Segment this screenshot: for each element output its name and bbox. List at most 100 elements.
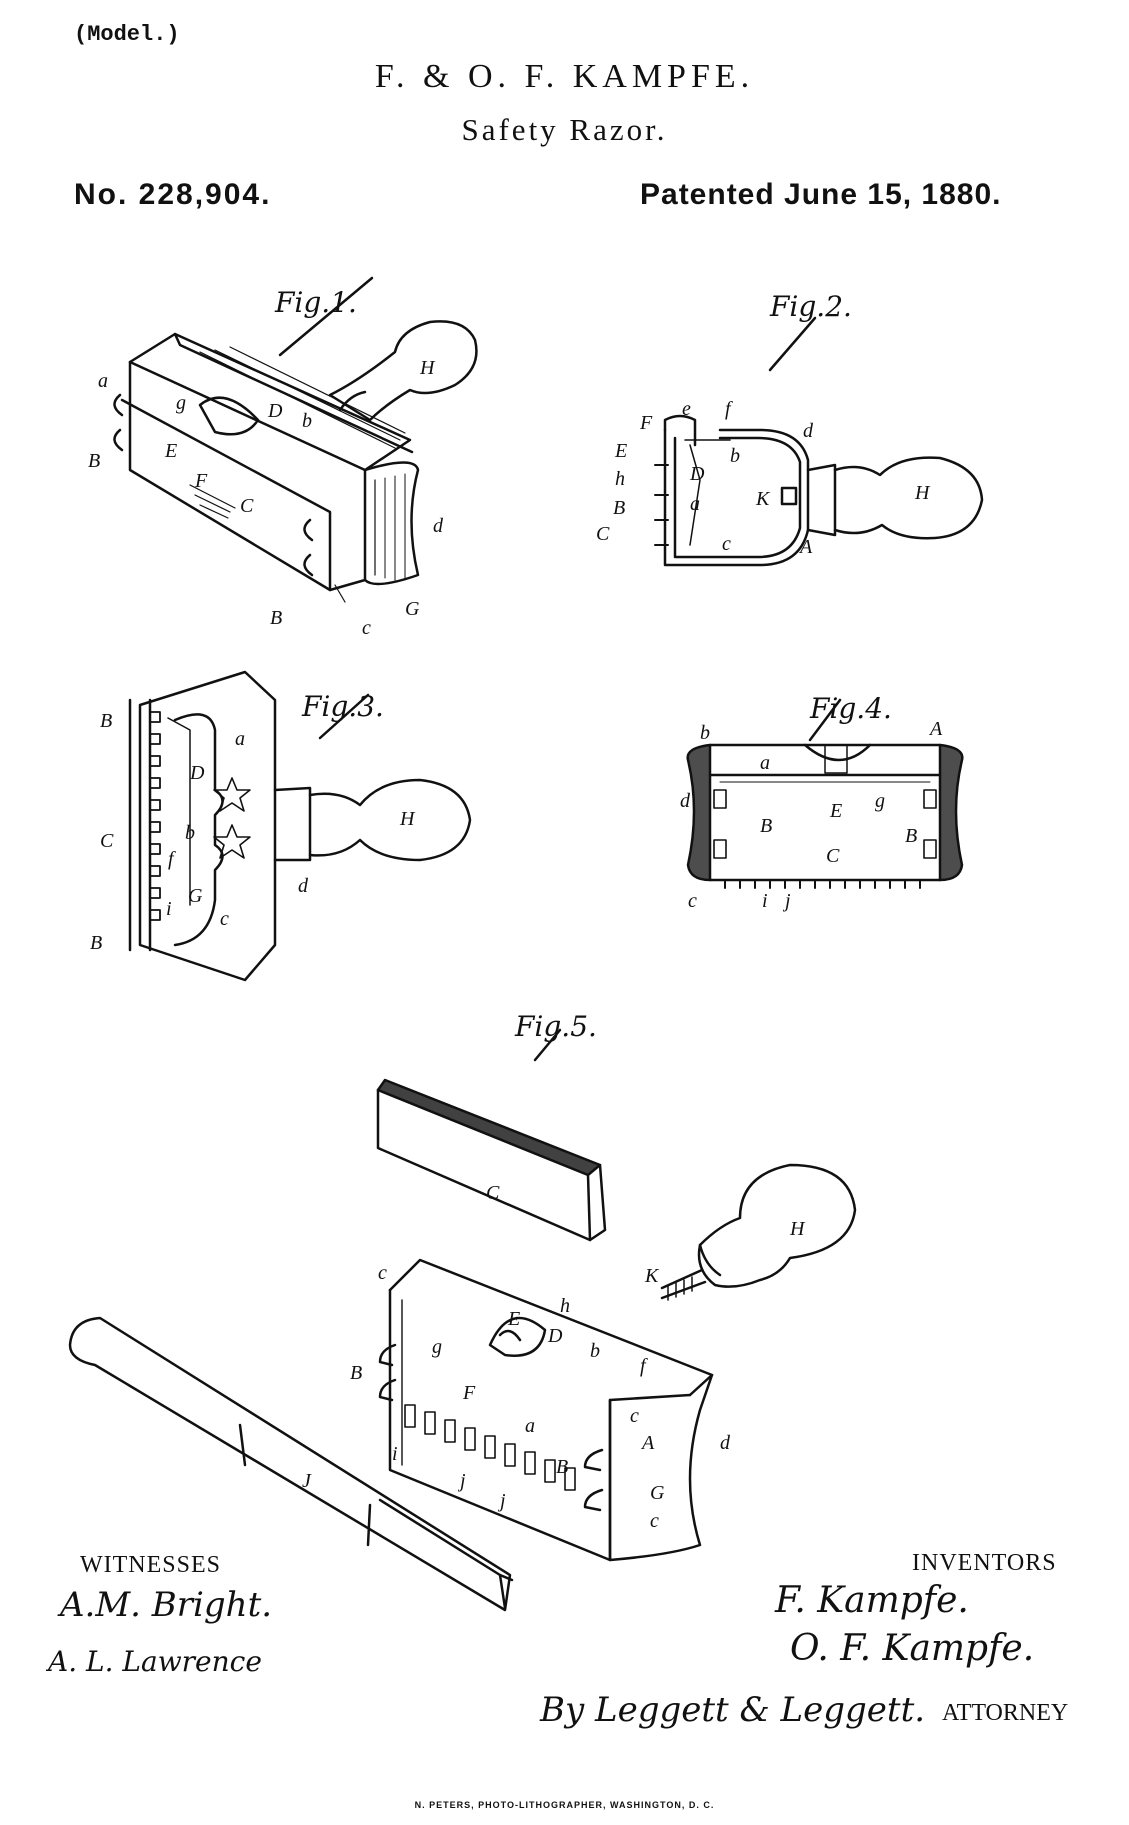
ref-letter: F bbox=[195, 470, 208, 492]
ref-letter: c bbox=[362, 617, 371, 639]
ref-letter: F bbox=[463, 1382, 476, 1404]
fig2-label: Fig.2. bbox=[770, 290, 852, 323]
ref-letter: a bbox=[235, 728, 245, 750]
ref-letter: H bbox=[420, 357, 435, 379]
ref-letter: c bbox=[688, 890, 697, 912]
patent-title: Safety Razor. bbox=[461, 112, 668, 147]
ref-letter: D bbox=[190, 762, 205, 784]
ref-letter: E bbox=[830, 800, 843, 822]
ref-letter: B bbox=[613, 497, 626, 519]
ref-letter: J bbox=[302, 1470, 311, 1492]
ref-letter: B bbox=[760, 815, 773, 837]
ref-letter: G bbox=[650, 1482, 665, 1504]
ref-letter: c bbox=[630, 1405, 639, 1427]
inventors-heading: F. & O. F. KAMPFE. bbox=[374, 58, 755, 95]
figure-5-drawing bbox=[68, 1028, 857, 1612]
ref-letter: H bbox=[790, 1218, 805, 1240]
attorney-signature: By Leggett & Leggett. bbox=[540, 1690, 926, 1730]
ref-letter: C bbox=[100, 830, 114, 852]
fig1-label: Fig.1. bbox=[275, 286, 357, 319]
ref-letter: B bbox=[100, 710, 113, 732]
ref-letter: B bbox=[270, 607, 283, 629]
ref-letter: K bbox=[645, 1265, 659, 1287]
ref-letter: d bbox=[720, 1432, 730, 1454]
figure-2-drawing bbox=[654, 316, 984, 567]
ref-letter: D bbox=[548, 1325, 563, 1347]
witness-signature-2: A. L. Lawrence bbox=[48, 1645, 262, 1678]
ref-letter: b bbox=[302, 410, 312, 432]
ref-letter: A bbox=[642, 1432, 655, 1454]
ref-letter: a bbox=[690, 493, 700, 515]
ref-letter: f bbox=[168, 848, 174, 870]
ref-letter: H bbox=[400, 808, 415, 830]
ref-letter: j bbox=[785, 890, 791, 912]
fig4-label: Fig.4. bbox=[810, 692, 892, 725]
ref-letter: b bbox=[700, 722, 710, 744]
ref-letter: B bbox=[90, 932, 103, 954]
ref-letter: C bbox=[596, 523, 610, 545]
model-note: (Model.) bbox=[74, 22, 180, 47]
ref-letter: E bbox=[508, 1308, 521, 1330]
ref-letter: A bbox=[800, 536, 813, 558]
attorney-label: ATTORNEY bbox=[942, 1700, 1069, 1726]
ref-letter: D bbox=[268, 400, 283, 422]
witnesses-label: WITNESSES bbox=[80, 1552, 221, 1578]
witness-signature-1: A.M. Bright. bbox=[60, 1585, 273, 1625]
ref-letter: E bbox=[615, 440, 628, 462]
ref-letter: f bbox=[640, 1355, 646, 1377]
ref-letter: d bbox=[298, 875, 308, 897]
ref-letter: c bbox=[378, 1262, 387, 1284]
fig3-label: Fig.3. bbox=[302, 690, 384, 723]
ref-letter: B bbox=[88, 450, 101, 472]
ref-letter: a bbox=[760, 752, 770, 774]
ref-letter: B bbox=[556, 1456, 569, 1478]
ref-letter: g bbox=[875, 790, 885, 812]
ref-letter: F bbox=[640, 412, 653, 434]
ref-letter: c bbox=[650, 1510, 659, 1532]
ref-letter: G bbox=[188, 885, 203, 907]
ref-letter: K bbox=[756, 488, 770, 510]
ref-letter: h bbox=[560, 1295, 570, 1317]
inventor-signature-2: O. F. Kampfe. bbox=[790, 1628, 1035, 1669]
ref-letter: D bbox=[690, 463, 705, 485]
ref-letter: b bbox=[730, 445, 740, 467]
ref-letter: h bbox=[615, 468, 625, 490]
ref-letter: i bbox=[392, 1443, 398, 1465]
ref-letter: C bbox=[826, 845, 840, 867]
ref-letter: i bbox=[166, 898, 172, 920]
ref-letter: g bbox=[176, 392, 186, 414]
ref-letter: E bbox=[165, 440, 178, 462]
printer-credit: N. PETERS, PHOTO-LITHOGRAPHER, WASHINGTO… bbox=[414, 1800, 715, 1810]
figure-1-drawing bbox=[113, 276, 478, 603]
fig5-label: Fig.5. bbox=[515, 1010, 597, 1043]
ref-letter: d bbox=[680, 790, 690, 812]
ref-letter: d bbox=[433, 515, 443, 537]
ref-letter: G bbox=[405, 598, 420, 620]
figure-3-drawing bbox=[128, 670, 472, 982]
ref-letter: a bbox=[525, 1415, 535, 1437]
ref-letter: B bbox=[905, 825, 918, 847]
ref-letter: j bbox=[460, 1470, 466, 1492]
ref-letter: b bbox=[185, 822, 195, 844]
ref-letter: c bbox=[722, 533, 731, 555]
ref-letter: H bbox=[915, 482, 930, 504]
inventor-signature-1: F. Kampfe. bbox=[775, 1580, 969, 1621]
ref-letter: j bbox=[500, 1490, 506, 1512]
ref-letter: C bbox=[486, 1182, 500, 1204]
patent-number: No. 228,904. bbox=[74, 178, 272, 211]
ref-letter: c bbox=[220, 908, 229, 930]
ref-letter: g bbox=[432, 1336, 442, 1358]
ref-letter: b bbox=[590, 1340, 600, 1362]
figure-4-drawing bbox=[686, 698, 964, 889]
ref-letter: A bbox=[930, 718, 943, 740]
ref-letter: f bbox=[725, 398, 731, 420]
ref-letter: i bbox=[762, 890, 768, 912]
ref-letter: e bbox=[682, 398, 691, 420]
ref-letter: d bbox=[803, 420, 813, 442]
inventors-label: INVENTORS bbox=[912, 1550, 1057, 1576]
patent-date: Patented June 15, 1880. bbox=[640, 178, 1002, 211]
ref-letter: a bbox=[98, 370, 108, 392]
ref-letter: B bbox=[350, 1362, 363, 1384]
ref-letter: C bbox=[240, 495, 254, 517]
